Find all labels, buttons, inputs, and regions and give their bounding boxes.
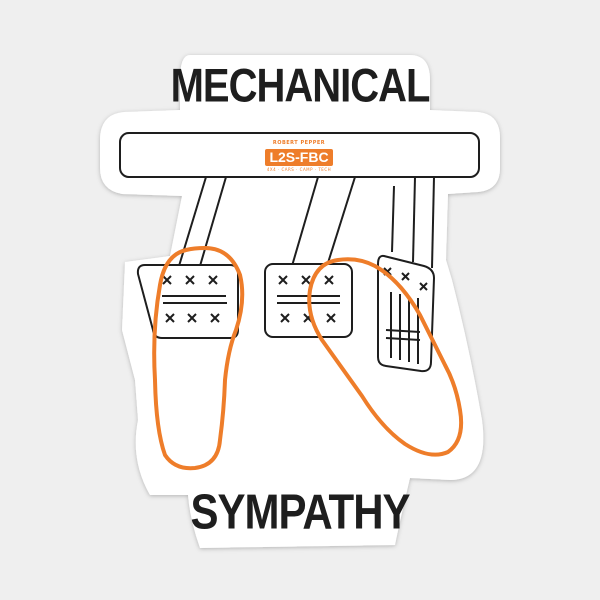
left-pedal-arm-line bbox=[199, 176, 227, 267]
title-top: MECHANICAL bbox=[170, 59, 431, 112]
logo-brand: L2S-FBC bbox=[265, 149, 333, 166]
clutch-pedal bbox=[136, 264, 239, 339]
middle-pedal-arm-line bbox=[326, 176, 356, 267]
right-pedal-arm-line bbox=[431, 176, 435, 269]
accelerator-pedal bbox=[377, 254, 436, 373]
brand-logo: ROBERT PEPPER L2S-FBC 4X4 · CARS · CAMP … bbox=[258, 140, 340, 178]
right-pedal-arm-line bbox=[391, 185, 395, 253]
left-foot-outline bbox=[152, 246, 245, 471]
title-bottom: SYMPATHY bbox=[190, 483, 410, 540]
middle-pedal-arm-line bbox=[291, 176, 319, 267]
pedal-box-bar bbox=[119, 132, 480, 178]
logo-tagline: 4X4 · CARS · CAMP · TECH bbox=[266, 167, 332, 172]
right-pedal-arm-line bbox=[412, 176, 416, 263]
logo-author: ROBERT PEPPER bbox=[272, 140, 326, 146]
right-foot-outline bbox=[307, 257, 464, 457]
